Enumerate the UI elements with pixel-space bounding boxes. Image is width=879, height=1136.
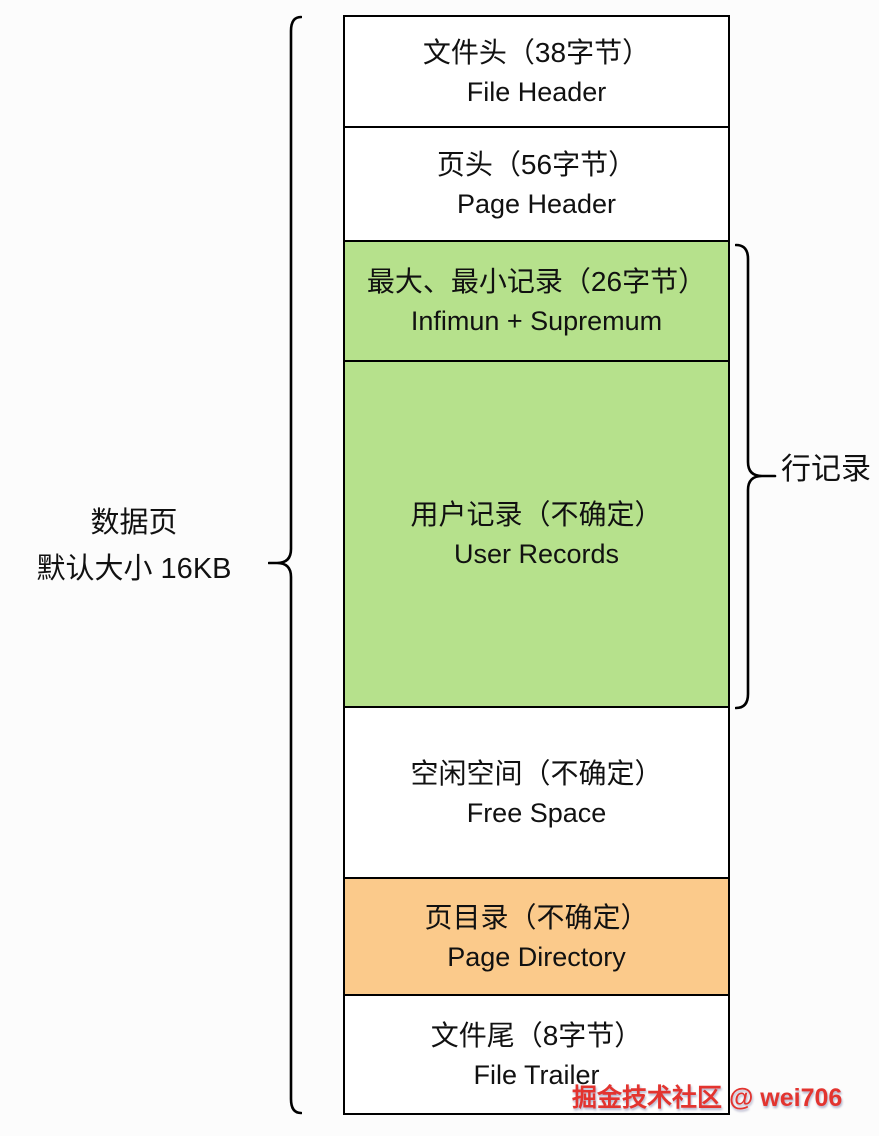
row-page-header: 页头（56字节） Page Header <box>345 128 728 242</box>
row-file-header: 文件头（38字节） File Header <box>345 17 728 128</box>
row-label-en: Page Directory <box>447 941 626 972</box>
left-label-line1: 数据页 <box>90 507 178 539</box>
row-label-en: Page Header <box>456 189 617 219</box>
row-label-cn: 文件尾（8字节） <box>430 1019 643 1051</box>
row-file-trailer: 文件尾（8字节） File Trailer <box>345 996 728 1113</box>
row-page-directory: 页目录（不确定） Page Directory <box>345 879 728 996</box>
right-brace <box>735 243 777 710</box>
left-brace <box>268 15 302 1115</box>
row-user-records: 用户记录（不确定） User Records <box>345 362 728 708</box>
row-label-cn: 页目录（不确定） <box>424 901 649 933</box>
row-label-cn: 空闲空间（不确定） <box>410 757 663 789</box>
row-label-cn: 用户记录（不确定） <box>410 499 663 530</box>
row-infimum-supremum: 最大、最小记录（26字节） Infimun + Supremum <box>345 242 728 362</box>
page-structure-stack: 文件头（38字节） File Header 页头（56字节） Page Head… <box>343 15 730 1115</box>
row-label-cn: 页头（56字节） <box>436 149 637 180</box>
row-label-en: File Trailer <box>473 1059 600 1090</box>
right-label: 行记录 <box>781 453 871 486</box>
row-label-en: User Records <box>453 539 620 569</box>
left-label: 数据页 默认大小 16KB <box>8 500 260 592</box>
row-label-en: Infimun + Supremum <box>410 306 663 336</box>
row-label-cn: 最大、最小记录（26字节） <box>366 266 707 297</box>
left-label-line2: 默认大小 16KB <box>36 553 232 585</box>
row-label-en: Free Space <box>466 797 607 828</box>
row-free-space: 空闲空间（不确定） Free Space <box>345 708 728 879</box>
row-label-cn: 文件头（38字节） <box>422 36 651 68</box>
watermark: 掘金技术社区 @ wei706 <box>572 1084 843 1112</box>
row-label-en: File Header <box>466 76 607 107</box>
